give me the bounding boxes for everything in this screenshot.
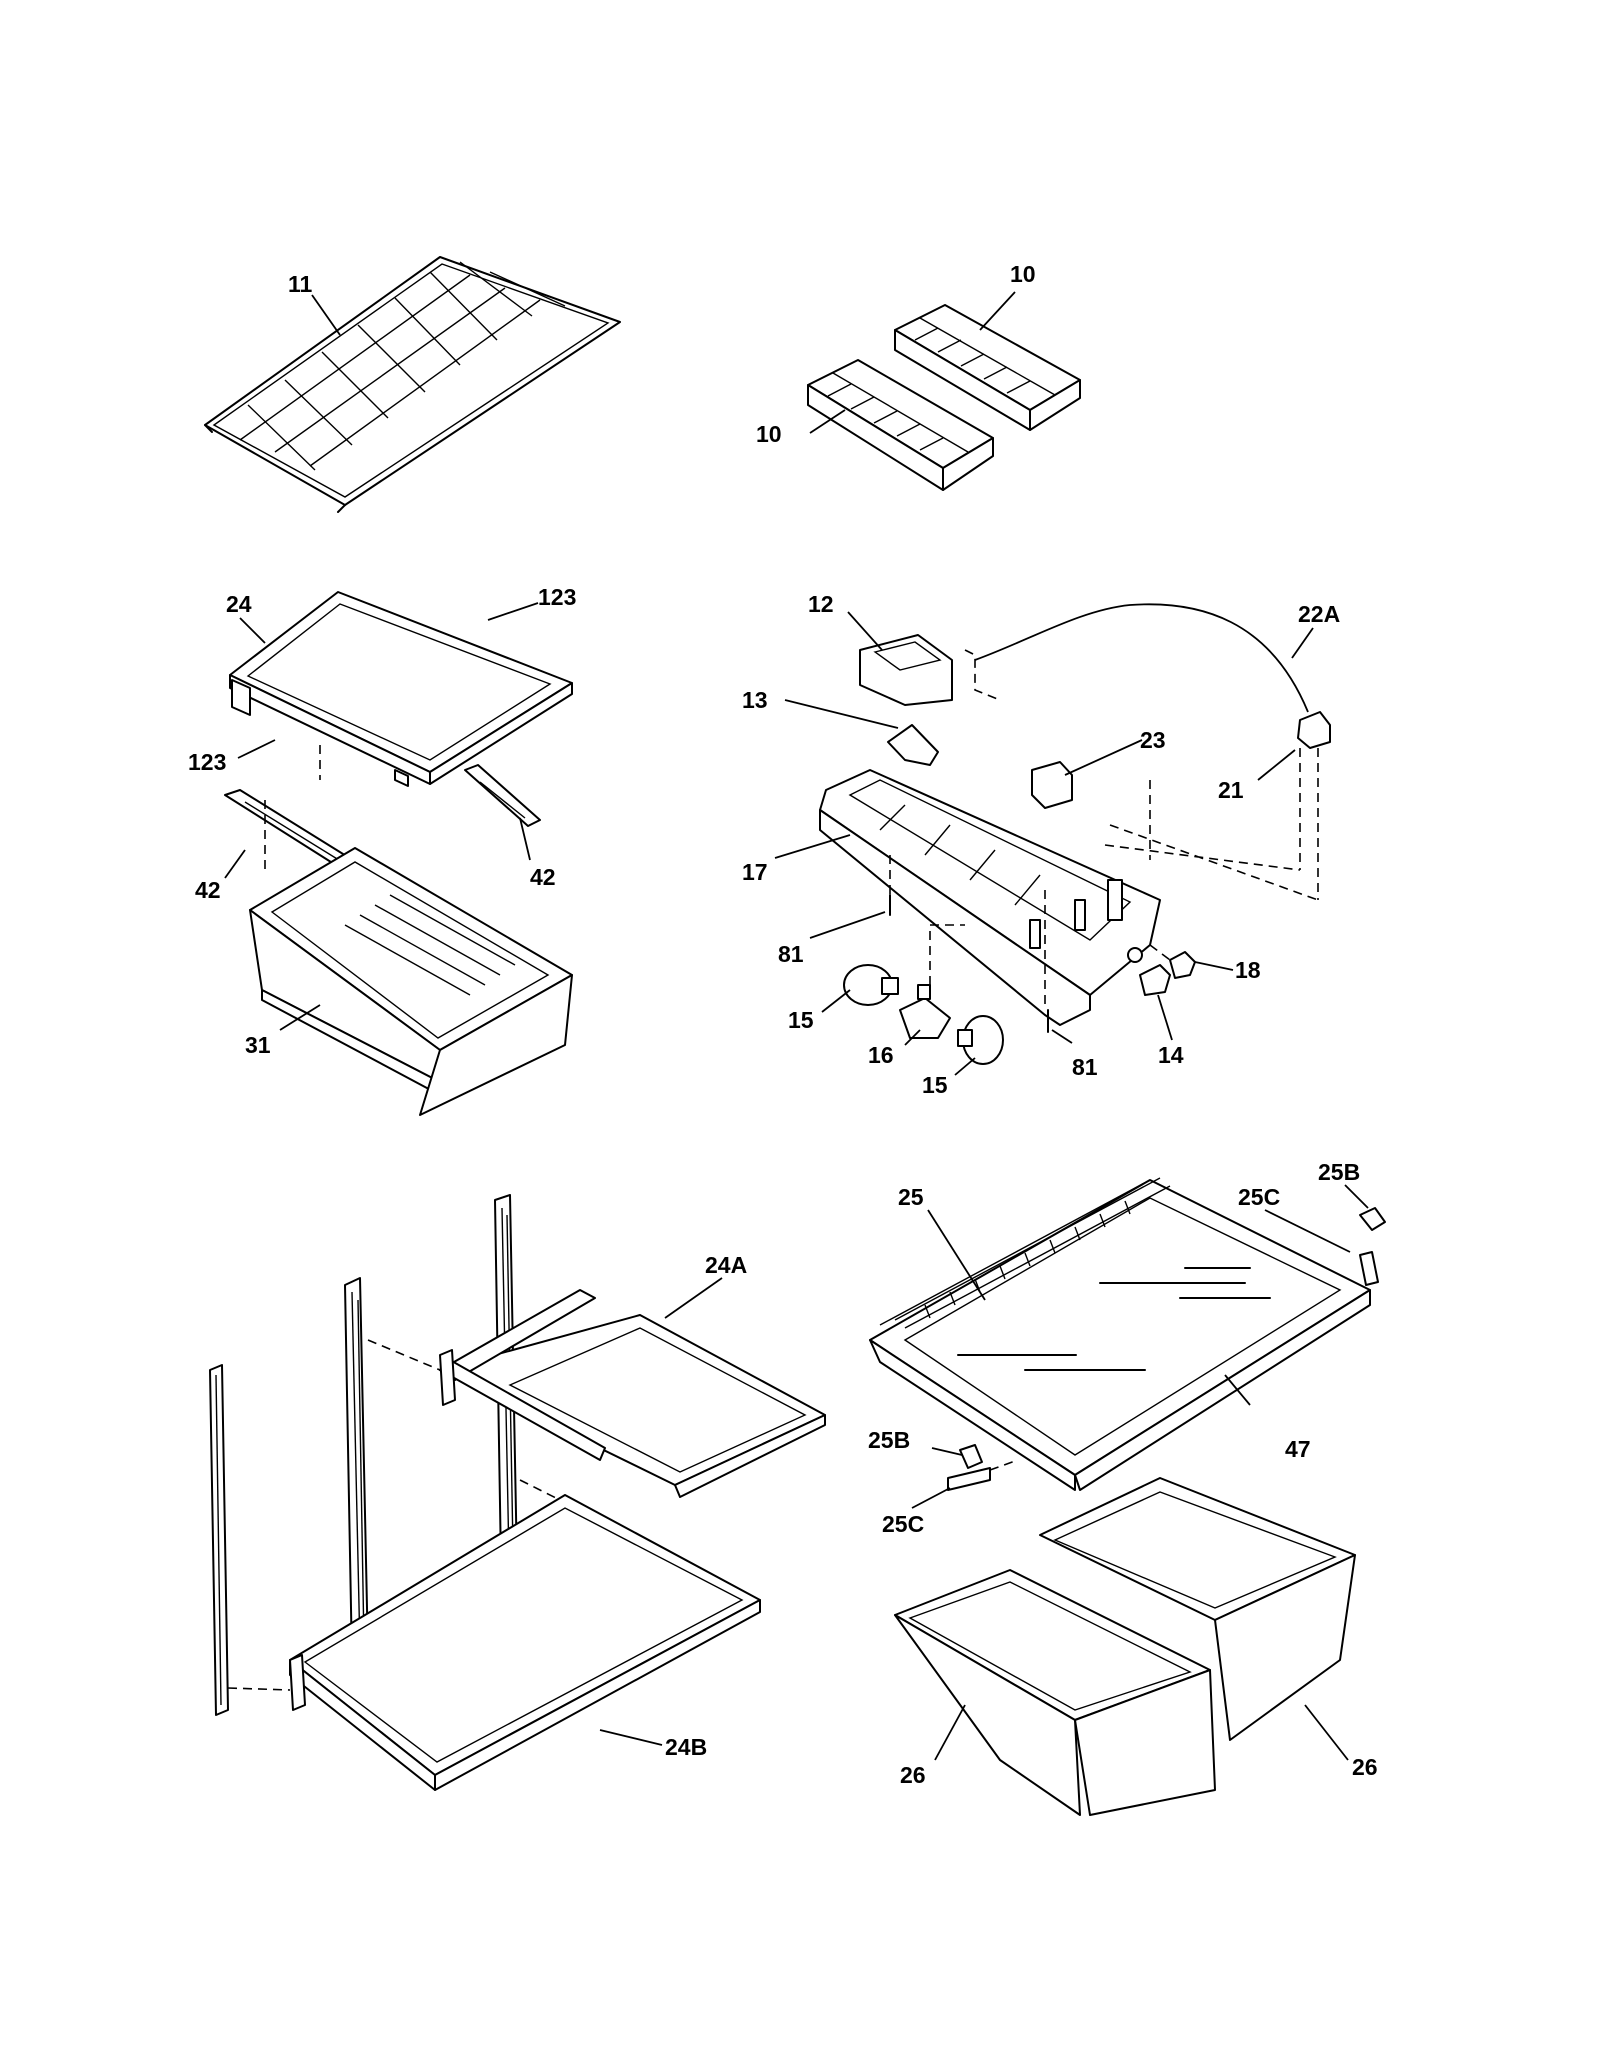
crisper-cover-frame — [869, 1179, 1371, 1491]
callout-81-upper: 81 — [778, 941, 804, 967]
callout-25C-rear: 25C — [1238, 1184, 1280, 1210]
harness-guide-right — [1299, 748, 1319, 900]
glass-shelf-upper — [439, 1289, 826, 1498]
lamp-socket — [899, 984, 951, 1039]
callout-26-right: 26 — [1352, 1754, 1378, 1780]
callout-15-left: 15 — [788, 1007, 814, 1033]
switch-14 — [1139, 964, 1171, 996]
callout-25B-front: 25B — [868, 1427, 910, 1453]
baffle-insert — [887, 724, 939, 766]
bulb-left — [843, 964, 899, 1006]
damper-control-21 — [1297, 711, 1331, 749]
callout-31: 31 — [245, 1032, 271, 1058]
housing-guides — [889, 780, 1319, 1008]
callout-10-front: 10 — [756, 421, 782, 447]
standard-guides — [227, 1339, 561, 1691]
wire-harness-22A — [974, 603, 1309, 713]
button-guide — [1149, 944, 1171, 961]
callout-12: 12 — [808, 591, 834, 617]
callout-labels: 11 10 10 24 123 123 42 42 31 12 22A 13 2… — [188, 261, 1378, 1788]
shelf-standard-mid — [344, 1277, 369, 1663]
callout-24: 24 — [226, 591, 252, 617]
callout-18: 18 — [1235, 957, 1261, 983]
callout-26-left: 26 — [900, 1762, 926, 1788]
callout-25: 25 — [898, 1184, 924, 1210]
callout-25C-front: 25C — [882, 1511, 924, 1537]
crisper-drawer-left — [894, 1569, 1216, 1816]
glass-shelf — [229, 591, 573, 787]
shelf-to-bin-guide — [264, 745, 321, 870]
glass-shelf-lower — [289, 1494, 761, 1791]
ice-bin-cup — [859, 634, 953, 706]
cover-bracket-front — [947, 1444, 991, 1491]
callout-21: 21 — [1218, 777, 1244, 803]
callout-15-right: 15 — [922, 1072, 948, 1098]
callout-81-lower: 81 — [1072, 1054, 1098, 1080]
cup-guide — [964, 649, 1001, 701]
callout-24A: 24A — [705, 1252, 747, 1278]
callout-11: 11 — [288, 271, 313, 297]
callout-22A: 22A — [1298, 601, 1340, 627]
callout-24B: 24B — [665, 1734, 707, 1760]
callout-47: 47 — [1285, 1436, 1311, 1462]
shelf-rail-right — [464, 764, 541, 827]
bulb-right — [957, 1015, 1004, 1065]
callout-16: 16 — [868, 1042, 894, 1068]
ice-tray-rear — [894, 304, 1081, 431]
crisper-cover-glass — [957, 1267, 1271, 1371]
callout-10-rear: 10 — [1010, 261, 1036, 287]
callout-13: 13 — [742, 687, 768, 713]
callout-14: 14 — [1158, 1042, 1184, 1068]
callout-42-right: 42 — [530, 864, 556, 890]
callout-123-lower: 123 — [188, 749, 226, 775]
callout-23: 23 — [1140, 727, 1166, 753]
button-18 — [1169, 951, 1196, 979]
socket-guide — [929, 924, 965, 985]
wire-shelf — [204, 256, 621, 513]
shelf-standard-far — [209, 1364, 229, 1716]
cover-bracket-rear — [1359, 1207, 1386, 1286]
leader-lines — [224, 291, 1369, 1761]
callout-17: 17 — [742, 859, 768, 885]
callout-42-left: 42 — [195, 877, 221, 903]
bracket-guide — [989, 1459, 1019, 1471]
callout-25B-rear: 25B — [1318, 1159, 1360, 1185]
crisper-drawer — [249, 847, 573, 1116]
crisper-drawer-right — [1039, 1477, 1356, 1741]
light-switch-23 — [1031, 761, 1073, 809]
callout-123-upper: 123 — [538, 584, 576, 610]
light-housing — [819, 769, 1161, 1026]
